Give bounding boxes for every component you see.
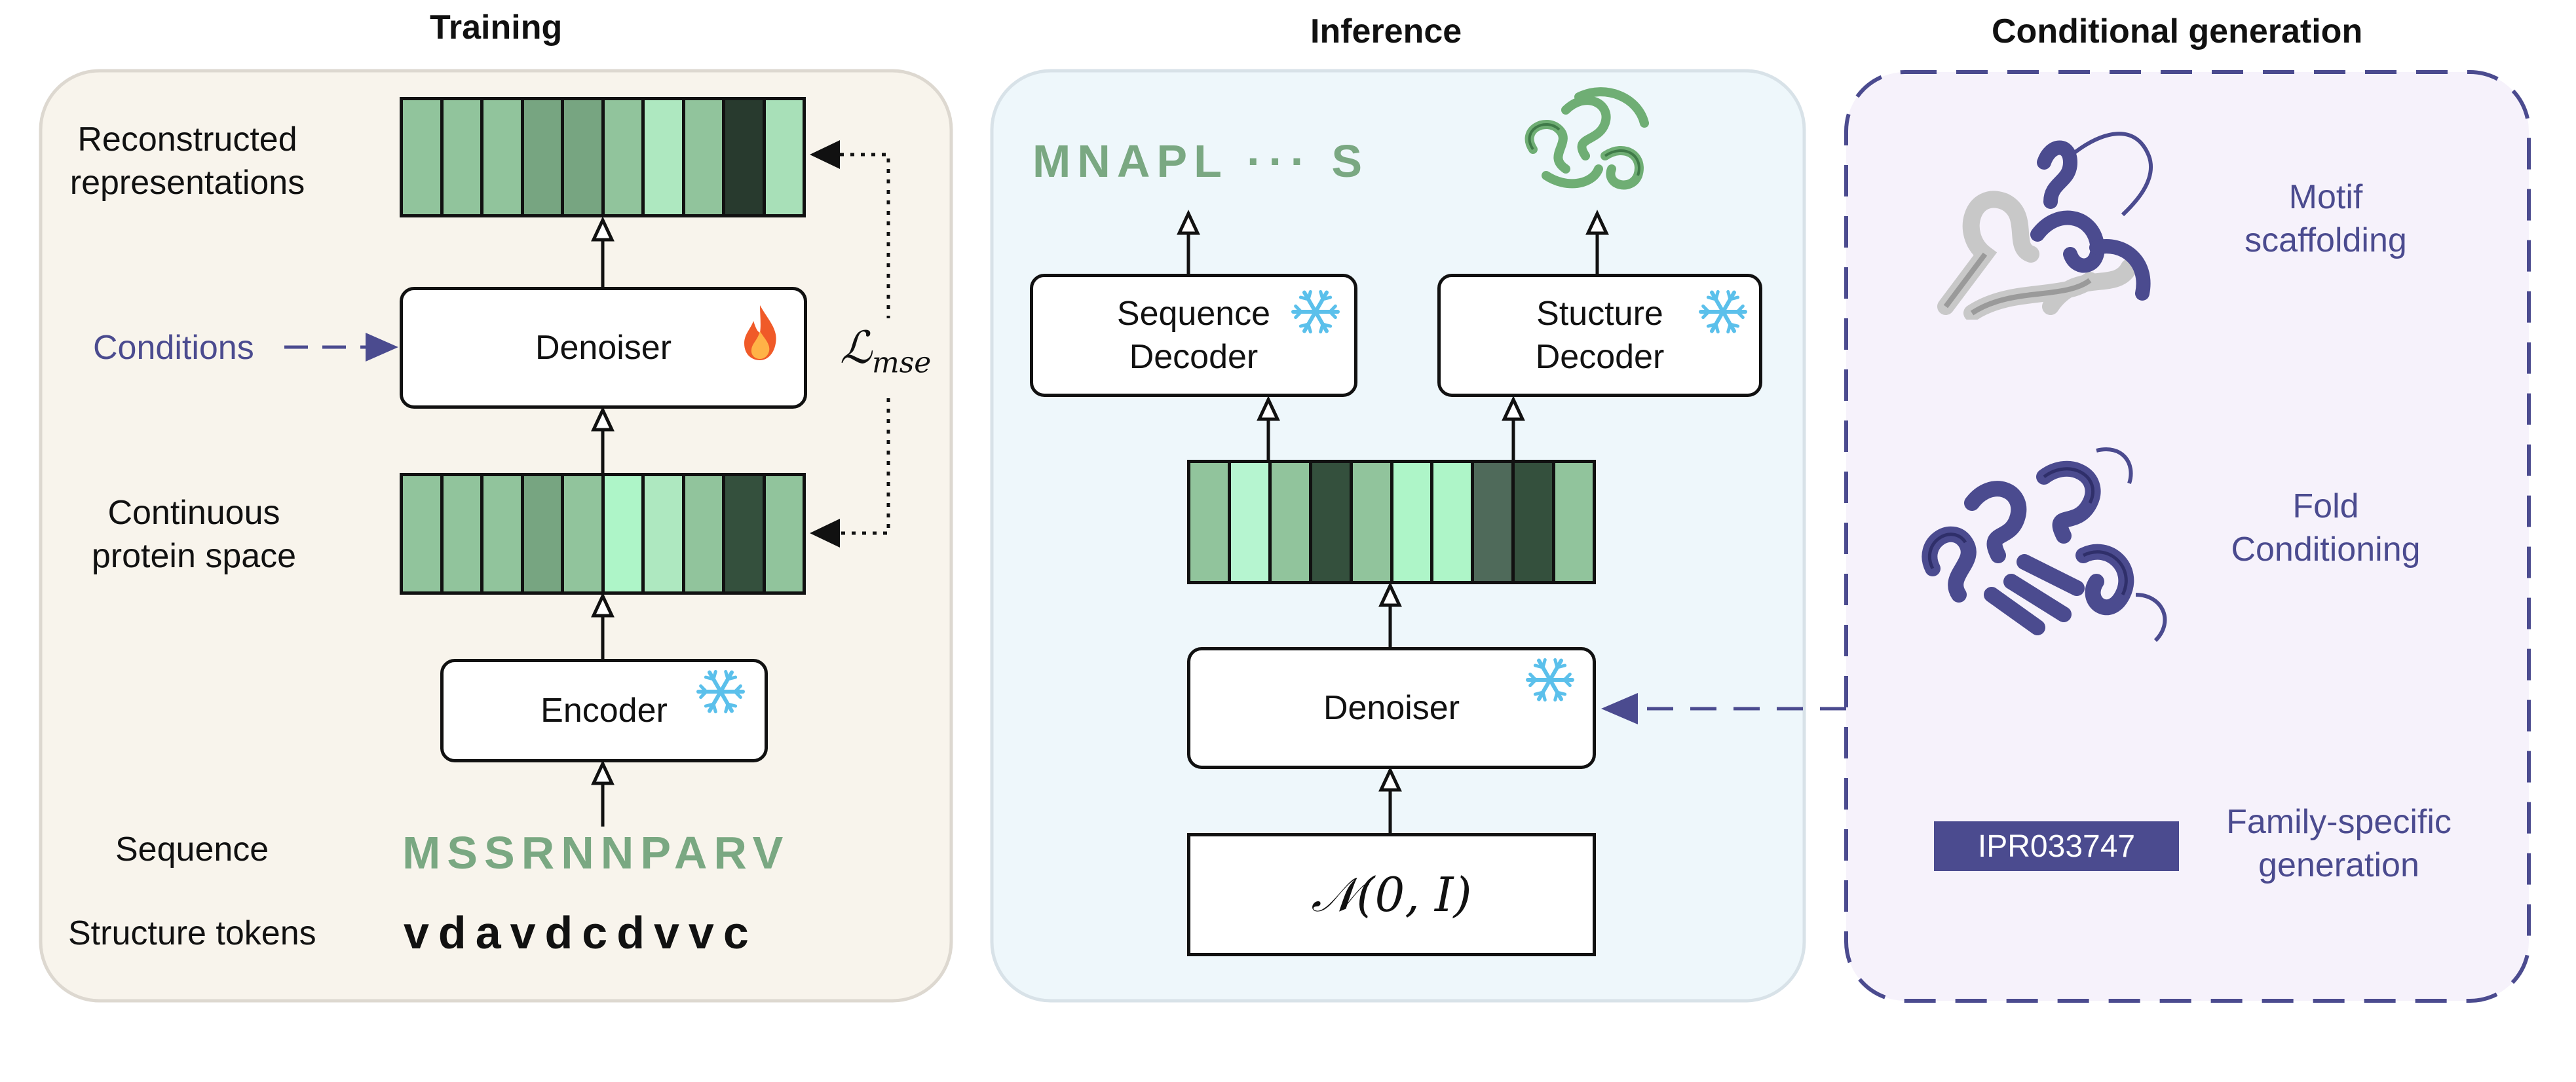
latent-grid [1187,460,1596,584]
snowflake-icon [696,669,745,714]
latent-cell [1312,463,1353,581]
latent-cell [1474,463,1515,581]
conditions-label: Conditions [93,329,254,367]
latent-cell [1393,463,1434,581]
continuous-grid [400,473,806,595]
latent-cell [1515,463,1556,581]
continuous-cell [443,476,483,591]
sequence-label: Sequence [115,830,269,868]
continuous-cell [483,476,524,591]
latent-cell [1230,463,1272,581]
fold-protein-icon [1922,447,2167,643]
snowflake-icon [1526,658,1574,702]
loss-symbol: ℒ [840,322,872,374]
sequence-value: MSSRNNPARV [402,827,790,878]
reconstructed-cell [403,100,444,214]
reconstructed-cell [564,100,605,214]
continuous-cell [645,476,685,591]
structure-decoder-label: Stucture Decoder [1535,295,1665,376]
motif-protein-icon [1937,132,2153,320]
reconstructed-grid [400,97,806,217]
flame-icon [744,305,776,360]
loss-subscript: mse [871,346,932,380]
denoiser-inference-label: Denoiser [1323,689,1460,727]
family-specific-label: Family-specific generation [2226,803,2452,884]
encoder-label: Encoder [540,692,668,730]
snowflake-icon [1291,289,1340,334]
protein-structure-icon [1525,87,1649,190]
reconstructed-cell [725,100,766,214]
motif-scaffolding-label: Motif scaffolding [2245,178,2407,259]
reconstructed-cell [765,100,803,214]
continuous-cell [685,476,725,591]
family-tag: IPR033747 [1934,821,2179,871]
continuous-cell [523,476,564,591]
structure-tokens-value: vdavdcdvvc [404,907,758,958]
denoiser-label: Denoiser [535,329,672,367]
family-tag-label: IPR033747 [1977,829,2136,864]
structure-tokens-label: Structure tokens [68,914,316,952]
reconstructed-cell [685,100,725,214]
continuous-cell [725,476,766,591]
fold-conditioning-label: Fold Conditioning [2231,487,2421,569]
structure-decoder-box: Stucture Decoder [1437,274,1762,397]
reconstructed-label: Reconstructed representations [69,121,305,202]
reconstructed-cell [604,100,645,214]
loss-label: ℒmse [840,322,931,380]
continuous-space-label: Continuous protein space [91,494,297,575]
latent-cell [1352,463,1393,581]
output-sequence: MNAPL ··· S [1032,136,1369,187]
reconstructed-cell [645,100,685,214]
reconstructed-cell [483,100,524,214]
noise-label: 𝒩(0, I) [1311,867,1472,922]
denoiser-box-inference: Denoiser [1187,647,1596,769]
continuous-cell [403,476,444,591]
latent-cell [1433,463,1475,581]
sequence-decoder-label: Sequence Decoder [1116,295,1271,376]
conditional-heading: Conditional generation [1992,12,2363,50]
latent-cell [1555,463,1593,581]
continuous-cell [604,476,645,591]
sequence-decoder-box: Sequence Decoder [1030,274,1357,397]
reconstructed-cell [523,100,564,214]
continuous-cell [564,476,605,591]
reconstructed-cell [443,100,483,214]
continuous-cell [765,476,803,591]
latent-cell [1271,463,1312,581]
training-heading: Training [430,9,563,47]
noise-box: 𝒩(0, I) [1187,833,1596,956]
latent-cell [1190,463,1231,581]
inference-heading: Inference [1310,12,1462,50]
snowflake-icon [1699,289,1747,334]
